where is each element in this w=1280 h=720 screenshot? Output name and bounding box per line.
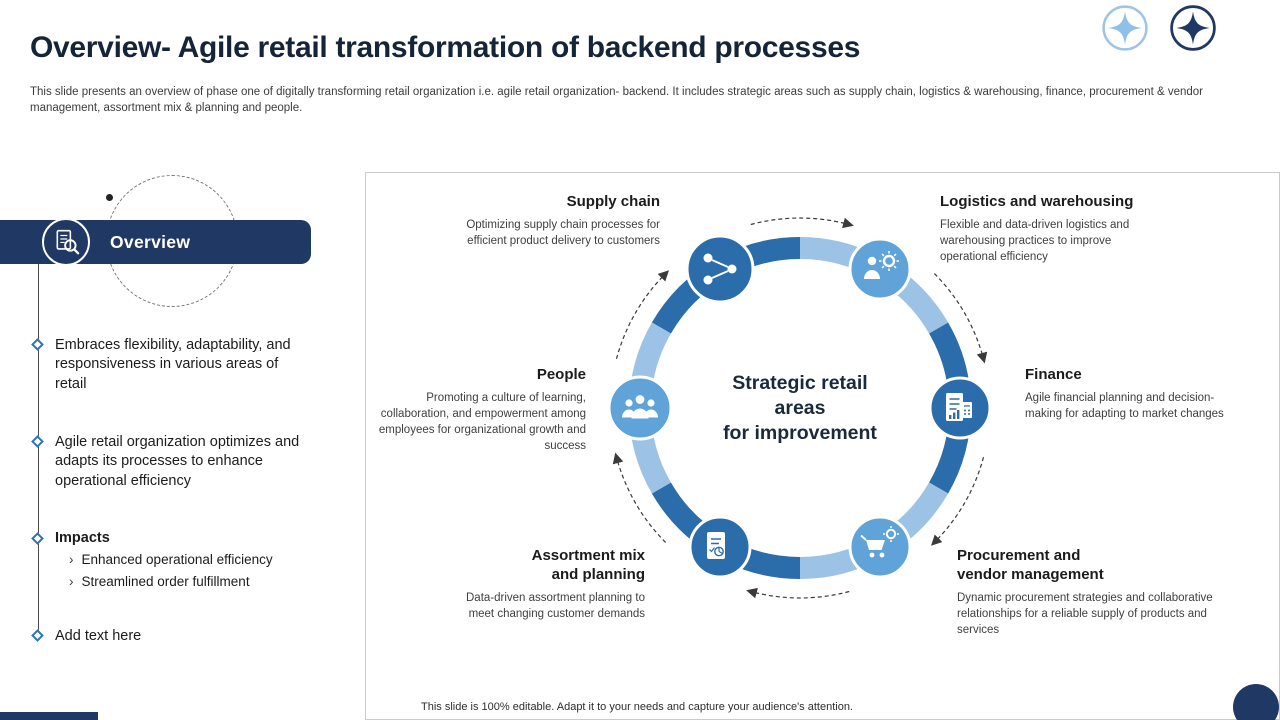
page-title: Overview- Agile retail transformation of…	[30, 31, 861, 64]
node-supply-chain	[685, 234, 755, 304]
corner-circle-decoration	[1233, 684, 1279, 720]
node-people	[607, 375, 673, 441]
impacts-sub-item-label: Streamlined order fulfillment	[81, 573, 250, 589]
node-logistics	[848, 237, 912, 301]
impacts-sub-item: › Streamlined order fulfillment	[55, 573, 305, 591]
sidebar-bullet-2: Agile retail organization optimizes and …	[55, 434, 300, 489]
sidebar-bullet-3: Impacts › Enhanced operational efficienc…	[55, 529, 305, 591]
label-finance: Finance Agile financial planning and dec…	[1025, 366, 1240, 422]
assortment-title: Assortment mix and planning	[531, 547, 645, 583]
cycle-dashed-arrows	[612, 217, 988, 599]
chevron-bullet-icon: ›	[69, 552, 74, 568]
strategic-areas-cycle-diagram	[607, 217, 992, 599]
impacts-sub-item: › Enhanced operational efficiency	[55, 551, 305, 569]
supply-chain-title: Supply chain	[566, 193, 660, 210]
impacts-heading: Impacts	[55, 530, 110, 546]
finance-document-icon	[946, 393, 972, 421]
diagram-panel	[365, 172, 1280, 720]
people-title: People	[536, 366, 586, 383]
overview-badge: Overview	[0, 218, 311, 266]
four-point-star-light-icon	[1102, 5, 1148, 51]
procurement-description: Dynamic procurement strategies and colla…	[957, 591, 1213, 636]
document-magnifier-icon	[42, 218, 90, 266]
label-supply-chain: Supply chain Optimizing supply chain pro…	[440, 193, 660, 249]
label-assortment: Assortment mix and planning Data-driven …	[462, 547, 645, 622]
diagram-center-line: areas	[774, 397, 826, 419]
label-procurement: Procurement and vendor management Dynami…	[957, 547, 1229, 638]
overview-badge-label: Overview	[110, 231, 191, 252]
label-logistics: Logistics and warehousing Flexible and d…	[940, 193, 1155, 265]
supply-chain-network-icon	[703, 253, 737, 285]
supply-chain-description: Optimizing supply chain processes for ef…	[466, 218, 660, 247]
diamond-bullet-marker	[31, 532, 44, 545]
diagram-center-line: Strategic retail	[732, 372, 868, 394]
diamond-bullet-marker	[31, 338, 44, 351]
people-description: Promoting a culture of learning, collabo…	[378, 391, 586, 453]
diamond-bullet-marker	[31, 629, 44, 642]
logistics-worker-gear-icon	[864, 251, 899, 279]
corner-bar-decoration	[0, 712, 98, 720]
diamond-bullet-marker	[31, 435, 44, 448]
dot-decoration	[106, 194, 113, 201]
chevron-bullet-icon: ›	[69, 573, 74, 589]
label-people: People Promoting a culture of learning, …	[378, 366, 586, 454]
procurement-title: Procurement and vendor management	[957, 547, 1104, 583]
slide-description: This slide presents an overview of phase…	[30, 86, 1203, 115]
bullet-connector-line	[38, 264, 39, 636]
logistics-title: Logistics and warehousing	[940, 193, 1134, 210]
diagram-center-line: for improvement	[723, 422, 877, 444]
assortment-description: Data-driven assortment planning to meet …	[466, 591, 645, 620]
people-group-icon	[622, 395, 658, 419]
editable-note: This slide is 100% editable. Adapt it to…	[421, 701, 853, 713]
sidebar-bullet-4: Add text here	[55, 628, 142, 644]
impacts-sub-item-label: Enhanced operational efficiency	[81, 552, 273, 568]
finance-description: Agile financial planning and decision-ma…	[1025, 391, 1224, 420]
assortment-clipboard-icon	[707, 532, 725, 559]
procurement-cart-gear-icon	[860, 526, 899, 558]
finance-title: Finance	[1025, 366, 1082, 383]
four-point-star-dark-icon	[1170, 5, 1216, 51]
logistics-description: Flexible and data-driven logistics and w…	[940, 218, 1130, 263]
diagram-center-title: Strategic retail areas for improvement	[690, 371, 910, 446]
sidebar-bullet-1: Embraces flexibility, adaptability, and …	[55, 337, 291, 392]
